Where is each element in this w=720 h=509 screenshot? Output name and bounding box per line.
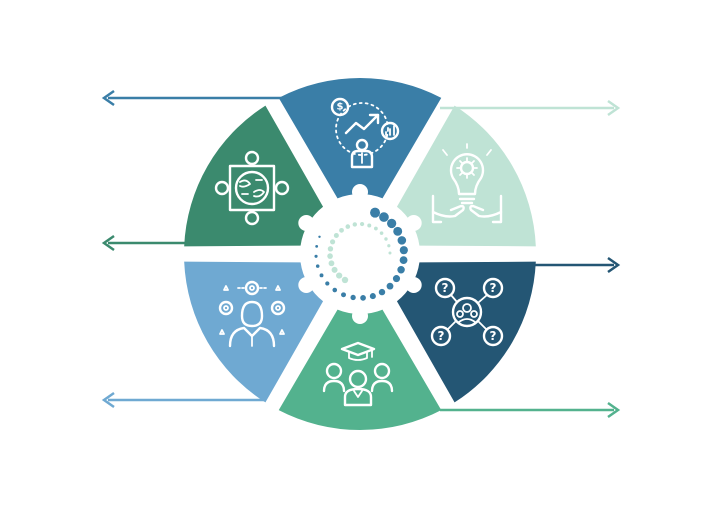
spiral-dot-inner — [327, 246, 334, 252]
arrow-bottom-left — [101, 391, 265, 409]
question-glyph-1: ? — [442, 281, 449, 295]
spiral-dot — [360, 295, 366, 301]
question-glyph-3: ? — [438, 329, 445, 343]
gear-tooth — [405, 277, 422, 293]
spiral-dot — [393, 226, 403, 236]
gear-tooth — [321, 299, 337, 316]
gear-tooth — [414, 246, 430, 262]
question-glyph-2: ? — [490, 281, 497, 295]
person-gears-stars-icon — [218, 280, 286, 348]
arrow-bottom-right — [440, 401, 621, 419]
spiral-dot — [378, 288, 386, 296]
spiral-dot-inner — [384, 237, 388, 241]
segment-bottom — [278, 309, 442, 430]
globe-network-icon — [214, 150, 290, 226]
spiral-dot — [387, 218, 397, 229]
spiral-dot-inner — [367, 223, 372, 228]
spiral-dot-inner — [388, 251, 392, 255]
segment-top-left — [184, 105, 324, 247]
spiral-dot — [399, 246, 408, 255]
spiral-dot-inner — [341, 276, 349, 284]
gear-tooth — [352, 184, 368, 200]
segment-bottom-right — [396, 261, 536, 403]
gear-tooth — [383, 192, 399, 209]
gear-tooth — [405, 215, 422, 231]
spiral-dot-inner — [379, 231, 384, 235]
arrow-top-right — [440, 99, 621, 117]
people-network-questions-icon: ? ? ? ? — [430, 277, 504, 347]
center-ring — [290, 184, 430, 324]
spiral-dot — [325, 281, 330, 286]
arrow-top-left — [101, 89, 300, 107]
spiral-dot — [350, 294, 356, 301]
spiral-dot — [341, 292, 346, 298]
spiral-dot — [397, 266, 405, 274]
financial-growth-person-icon: $ — [330, 97, 400, 169]
spiral-dot — [399, 256, 408, 265]
spiral-dot-inner — [329, 239, 336, 245]
spiral-dot — [318, 235, 321, 239]
gear-tooth — [290, 246, 306, 262]
gear-tooth — [352, 308, 368, 324]
center-gear — [302, 196, 418, 312]
gear-tooth — [383, 299, 399, 316]
spiral-dot — [379, 212, 389, 222]
spiral-dot — [314, 254, 318, 258]
spiral-dot — [392, 275, 401, 283]
spiral-dot-inner — [359, 221, 365, 227]
spiral-dot-inner — [331, 266, 338, 273]
spiral-dot — [397, 236, 407, 245]
spiral-dot-inner — [352, 222, 357, 227]
lightbulb-gear-hands-icon — [431, 143, 503, 224]
spiral-dot — [319, 273, 324, 278]
spiral-dot-inner — [373, 226, 378, 231]
spiral-dot-inner — [345, 224, 351, 229]
dollar-glyph: $ — [337, 102, 344, 113]
gear-tooth — [298, 277, 315, 293]
spiral-dot — [315, 264, 320, 268]
spiral-dot — [369, 293, 376, 300]
segment-bottom-left — [184, 261, 324, 403]
spiral-dot-inner — [327, 253, 333, 259]
spiral-dot — [332, 287, 338, 293]
spiral-dot — [370, 207, 381, 218]
spiral-dot-inner — [328, 260, 335, 267]
gear-tooth — [298, 215, 315, 231]
question-glyph-4: ? — [490, 329, 497, 343]
spiral-dot — [386, 282, 394, 290]
spiral-dot-inner — [333, 233, 339, 239]
spiral-dot-inner — [387, 244, 391, 248]
spiral-dot — [315, 244, 319, 248]
spiral-dot-inner — [339, 227, 344, 233]
gear-tooth — [321, 192, 337, 209]
spiral-dot-inner — [336, 272, 343, 279]
graduates-group-icon — [322, 341, 394, 407]
segment-top — [278, 77, 442, 199]
